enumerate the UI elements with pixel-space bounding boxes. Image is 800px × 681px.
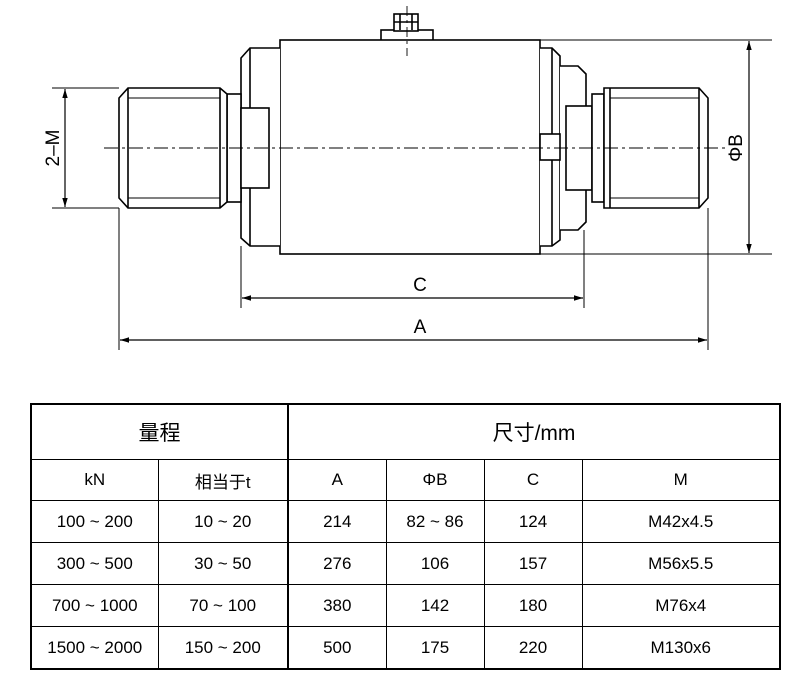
table-column-header-row: kN 相当于t A ΦB C M — [30, 459, 782, 501]
left-flange — [226, 47, 280, 247]
cell-b: 106 — [385, 542, 485, 585]
table-row: 700 ~ 1000 70 ~ 100 380 142 180 M76x4 — [30, 584, 782, 627]
connector-plug — [380, 13, 434, 43]
cell-a: 214 — [287, 500, 387, 543]
cell-kn: 300 ~ 500 — [30, 542, 159, 585]
extension-lines — [52, 39, 772, 350]
dimension-m-label: 2–M — [43, 130, 64, 167]
cell-b: 82 ~ 86 — [385, 500, 485, 543]
column-header-tons: 相当于t — [157, 459, 289, 501]
table-group-header-row: 量程 尺寸/mm — [30, 403, 782, 460]
table-row: 300 ~ 500 30 ~ 50 276 106 157 M56x5.5 — [30, 542, 782, 585]
column-header-kn: kN — [30, 459, 159, 501]
cell-m: M130x6 — [581, 626, 782, 670]
cell-tons: 10 ~ 20 — [157, 500, 289, 543]
cell-c: 157 — [483, 542, 583, 585]
main-body — [279, 39, 541, 255]
cell-b: 142 — [385, 584, 485, 627]
dimension-a-label: A — [414, 317, 427, 338]
column-header-a: A — [287, 459, 387, 501]
cell-kn: 700 ~ 1000 — [30, 584, 159, 627]
cell-kn: 100 ~ 200 — [30, 500, 159, 543]
column-header-c: C — [483, 459, 583, 501]
range-group-header: 量程 — [30, 403, 289, 460]
cell-a: 380 — [287, 584, 387, 627]
sensor-dimension-drawing: C A ΦB 2–M — [43, 6, 772, 350]
cell-b: 175 — [385, 626, 485, 670]
cell-tons: 70 ~ 100 — [157, 584, 289, 627]
dimension-c-label: C — [413, 275, 427, 296]
right-flange — [539, 47, 605, 247]
cell-a: 276 — [287, 542, 387, 585]
specification-table: 量程 尺寸/mm kN 相当于t A ΦB C M 100 ~ 200 10 ~… — [30, 403, 782, 670]
cell-kn: 1500 ~ 2000 — [30, 626, 159, 670]
cell-c: 124 — [483, 500, 583, 543]
cell-c: 220 — [483, 626, 583, 670]
center-lines — [104, 6, 728, 149]
cell-m: M76x4 — [581, 584, 782, 627]
table-row: 1500 ~ 2000 150 ~ 200 500 175 220 M130x6 — [30, 626, 782, 670]
table-row: 100 ~ 200 10 ~ 20 214 82 ~ 86 124 M42x4.… — [30, 500, 782, 543]
column-header-b: ΦB — [385, 459, 485, 501]
dimension-lines — [62, 41, 752, 343]
dimension-b-label: ΦB — [726, 134, 747, 162]
cell-c: 180 — [483, 584, 583, 627]
cell-tons: 150 ~ 200 — [157, 626, 289, 670]
cell-a: 500 — [287, 626, 387, 670]
cell-m: M42x4.5 — [581, 500, 782, 543]
column-header-m: M — [581, 459, 782, 501]
cell-tons: 30 ~ 50 — [157, 542, 289, 585]
cell-m: M56x5.5 — [581, 542, 782, 585]
sensor-outline — [118, 13, 709, 255]
dimensions-group-header: 尺寸/mm — [286, 403, 782, 460]
